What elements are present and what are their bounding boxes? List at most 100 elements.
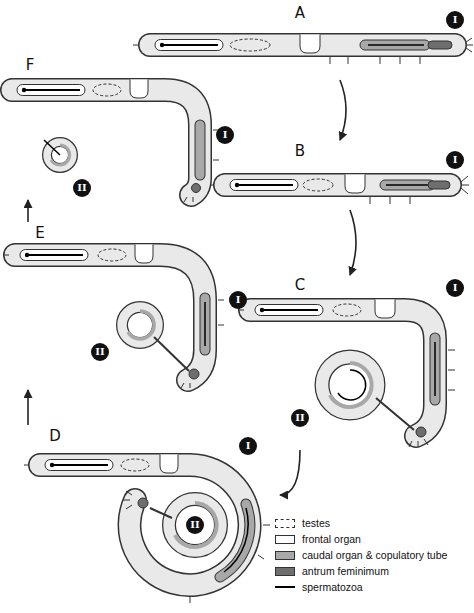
legend: testesfrontal organcaudal organ & copula… bbox=[275, 517, 470, 597]
worm-stage-f-part-part bbox=[213, 160, 219, 161]
worm-stage-d-part bbox=[40, 465, 250, 585]
worm-stage-f-part bbox=[44, 140, 60, 155]
worm-stage-f-part-part bbox=[193, 197, 194, 202]
worm-stage-a-part bbox=[230, 39, 270, 51]
worm-stage-e bbox=[4, 245, 224, 389]
callout-number: II bbox=[73, 179, 91, 197]
worm-stage-c-part bbox=[322, 357, 378, 413]
worm-stage-e-part-part bbox=[4, 255, 9, 256]
cycle-arrow bbox=[350, 210, 356, 275]
cycle-arrow bbox=[280, 450, 300, 495]
worm-stage-d-part-part bbox=[123, 500, 130, 501]
worm-stage-f-part bbox=[24, 89, 80, 91]
worm-stage-d-part bbox=[40, 465, 250, 585]
worm-stage-e-part bbox=[201, 298, 210, 350]
worm-stage-e-part bbox=[128, 311, 154, 339]
worm-stage-f-part bbox=[184, 130, 219, 202]
worm-stage-a-part-part bbox=[467, 45, 473, 46]
worm-stage-b-part-part bbox=[461, 188, 468, 194]
worm-stage-f bbox=[12, 80, 219, 203]
worm-stage-d-part-part bbox=[190, 597, 191, 603]
worm-stage-a-part-part bbox=[466, 48, 472, 52]
worm-stage-e-part bbox=[27, 254, 83, 256]
stage-panel: A bbox=[135, 5, 472, 80]
worm-stage-f-part bbox=[196, 125, 205, 175]
worm-stage-d-part bbox=[160, 455, 178, 474]
callout-number: I bbox=[229, 291, 247, 309]
worm-stage-a-part-part bbox=[420, 57, 421, 64]
worm-stage-b-part bbox=[235, 183, 239, 187]
worm-stage-c-part bbox=[262, 309, 318, 311]
worm-stage-d-part bbox=[138, 498, 148, 508]
stage-letter: E bbox=[35, 225, 44, 241]
worm-stage-a-part-part bbox=[133, 45, 139, 46]
worm-stage-e-part bbox=[15, 255, 205, 380]
worm-stage-f-part-part bbox=[184, 197, 187, 202]
worm-stage-c-part-part bbox=[448, 390, 455, 391]
worm-stage-d-part bbox=[150, 508, 172, 518]
worm-stage-e-part bbox=[189, 369, 199, 379]
worm-stage-d-part bbox=[52, 464, 108, 466]
worm-stage-b-part bbox=[225, 173, 450, 197]
worm-stage-e-part-part bbox=[218, 300, 224, 301]
worm-stage-c-part-part bbox=[239, 310, 244, 311]
worm-stage-b-part bbox=[345, 175, 365, 194]
worm-stage-a-part-part bbox=[348, 57, 349, 64]
worm-stage-e-part-part bbox=[181, 383, 184, 388]
worm-stage-c-part bbox=[431, 338, 440, 400]
worm-stage-f-part bbox=[192, 184, 201, 193]
worm-stage-d bbox=[24, 455, 270, 604]
worm-stage-e-part bbox=[135, 245, 153, 264]
stage-panel: F bbox=[5, 52, 240, 200]
stage-letter: B bbox=[295, 143, 305, 159]
worm-stage-d-part-part bbox=[263, 525, 270, 526]
worm-stage-b-part bbox=[386, 184, 430, 186]
stage-letter: A bbox=[295, 5, 305, 21]
worm-stage-e-part bbox=[122, 307, 158, 343]
legend-swatch bbox=[275, 535, 295, 544]
worm-stage-c-part bbox=[260, 308, 264, 312]
worm-stage-f-part bbox=[51, 145, 70, 165]
worm-stage-e-part bbox=[4, 255, 224, 388]
legend-line-sample bbox=[275, 586, 295, 588]
worm-stage-e-part bbox=[200, 298, 211, 350]
legend-dashed-sample bbox=[275, 519, 295, 528]
legend-text: caudal organ & copulatory tube bbox=[302, 549, 447, 561]
worm-stage-c-part-part bbox=[418, 441, 419, 447]
worm-stage-e-part bbox=[154, 337, 189, 371]
worm-stage-c-part bbox=[430, 338, 441, 400]
cycle-arrow bbox=[27, 200, 29, 222]
worm-stage-c-part-part bbox=[448, 350, 455, 351]
worm-stage-a-part bbox=[368, 44, 424, 46]
callout-number: II bbox=[91, 343, 109, 361]
legend-text: spermatozoa bbox=[302, 581, 363, 593]
worm-stage-c-part bbox=[330, 363, 372, 407]
worm-stage-b-part-part bbox=[461, 176, 468, 182]
worm-stage-e-part bbox=[20, 250, 88, 261]
worm-stage-c-part bbox=[434, 342, 436, 396]
worm-stage-f-part bbox=[195, 125, 206, 175]
worm-stage-b-part bbox=[237, 184, 293, 186]
worm-stage-d-part bbox=[24, 465, 270, 603]
worm-stage-d-part bbox=[50, 463, 54, 467]
worm-stage-a bbox=[133, 35, 473, 65]
worm-stage-c-part bbox=[239, 310, 455, 447]
worm-stage-d-part-part bbox=[126, 505, 132, 509]
worm-stage-e-part-part bbox=[190, 383, 191, 388]
worm-stage-e-part bbox=[25, 253, 29, 257]
worm-stage-d-part-part bbox=[258, 555, 264, 559]
worm-stage-f-part bbox=[93, 84, 121, 96]
worm-stage-c-part-part bbox=[424, 439, 428, 445]
stage-panel: C bbox=[240, 275, 472, 450]
cycle-arrow bbox=[27, 390, 29, 425]
worm-stage-e-part bbox=[15, 255, 205, 380]
worm-stage-b-part bbox=[225, 175, 450, 196]
worm-stage-b-part-part bbox=[462, 185, 469, 186]
worm-stage-b-part bbox=[380, 180, 435, 190]
callout-number: I bbox=[216, 126, 234, 144]
legend-row: frontal organ bbox=[275, 533, 470, 545]
worm-stage-f-part bbox=[130, 80, 148, 99]
worm-stage-c-part-part bbox=[448, 370, 455, 371]
worm-stage-a-part bbox=[160, 43, 164, 47]
